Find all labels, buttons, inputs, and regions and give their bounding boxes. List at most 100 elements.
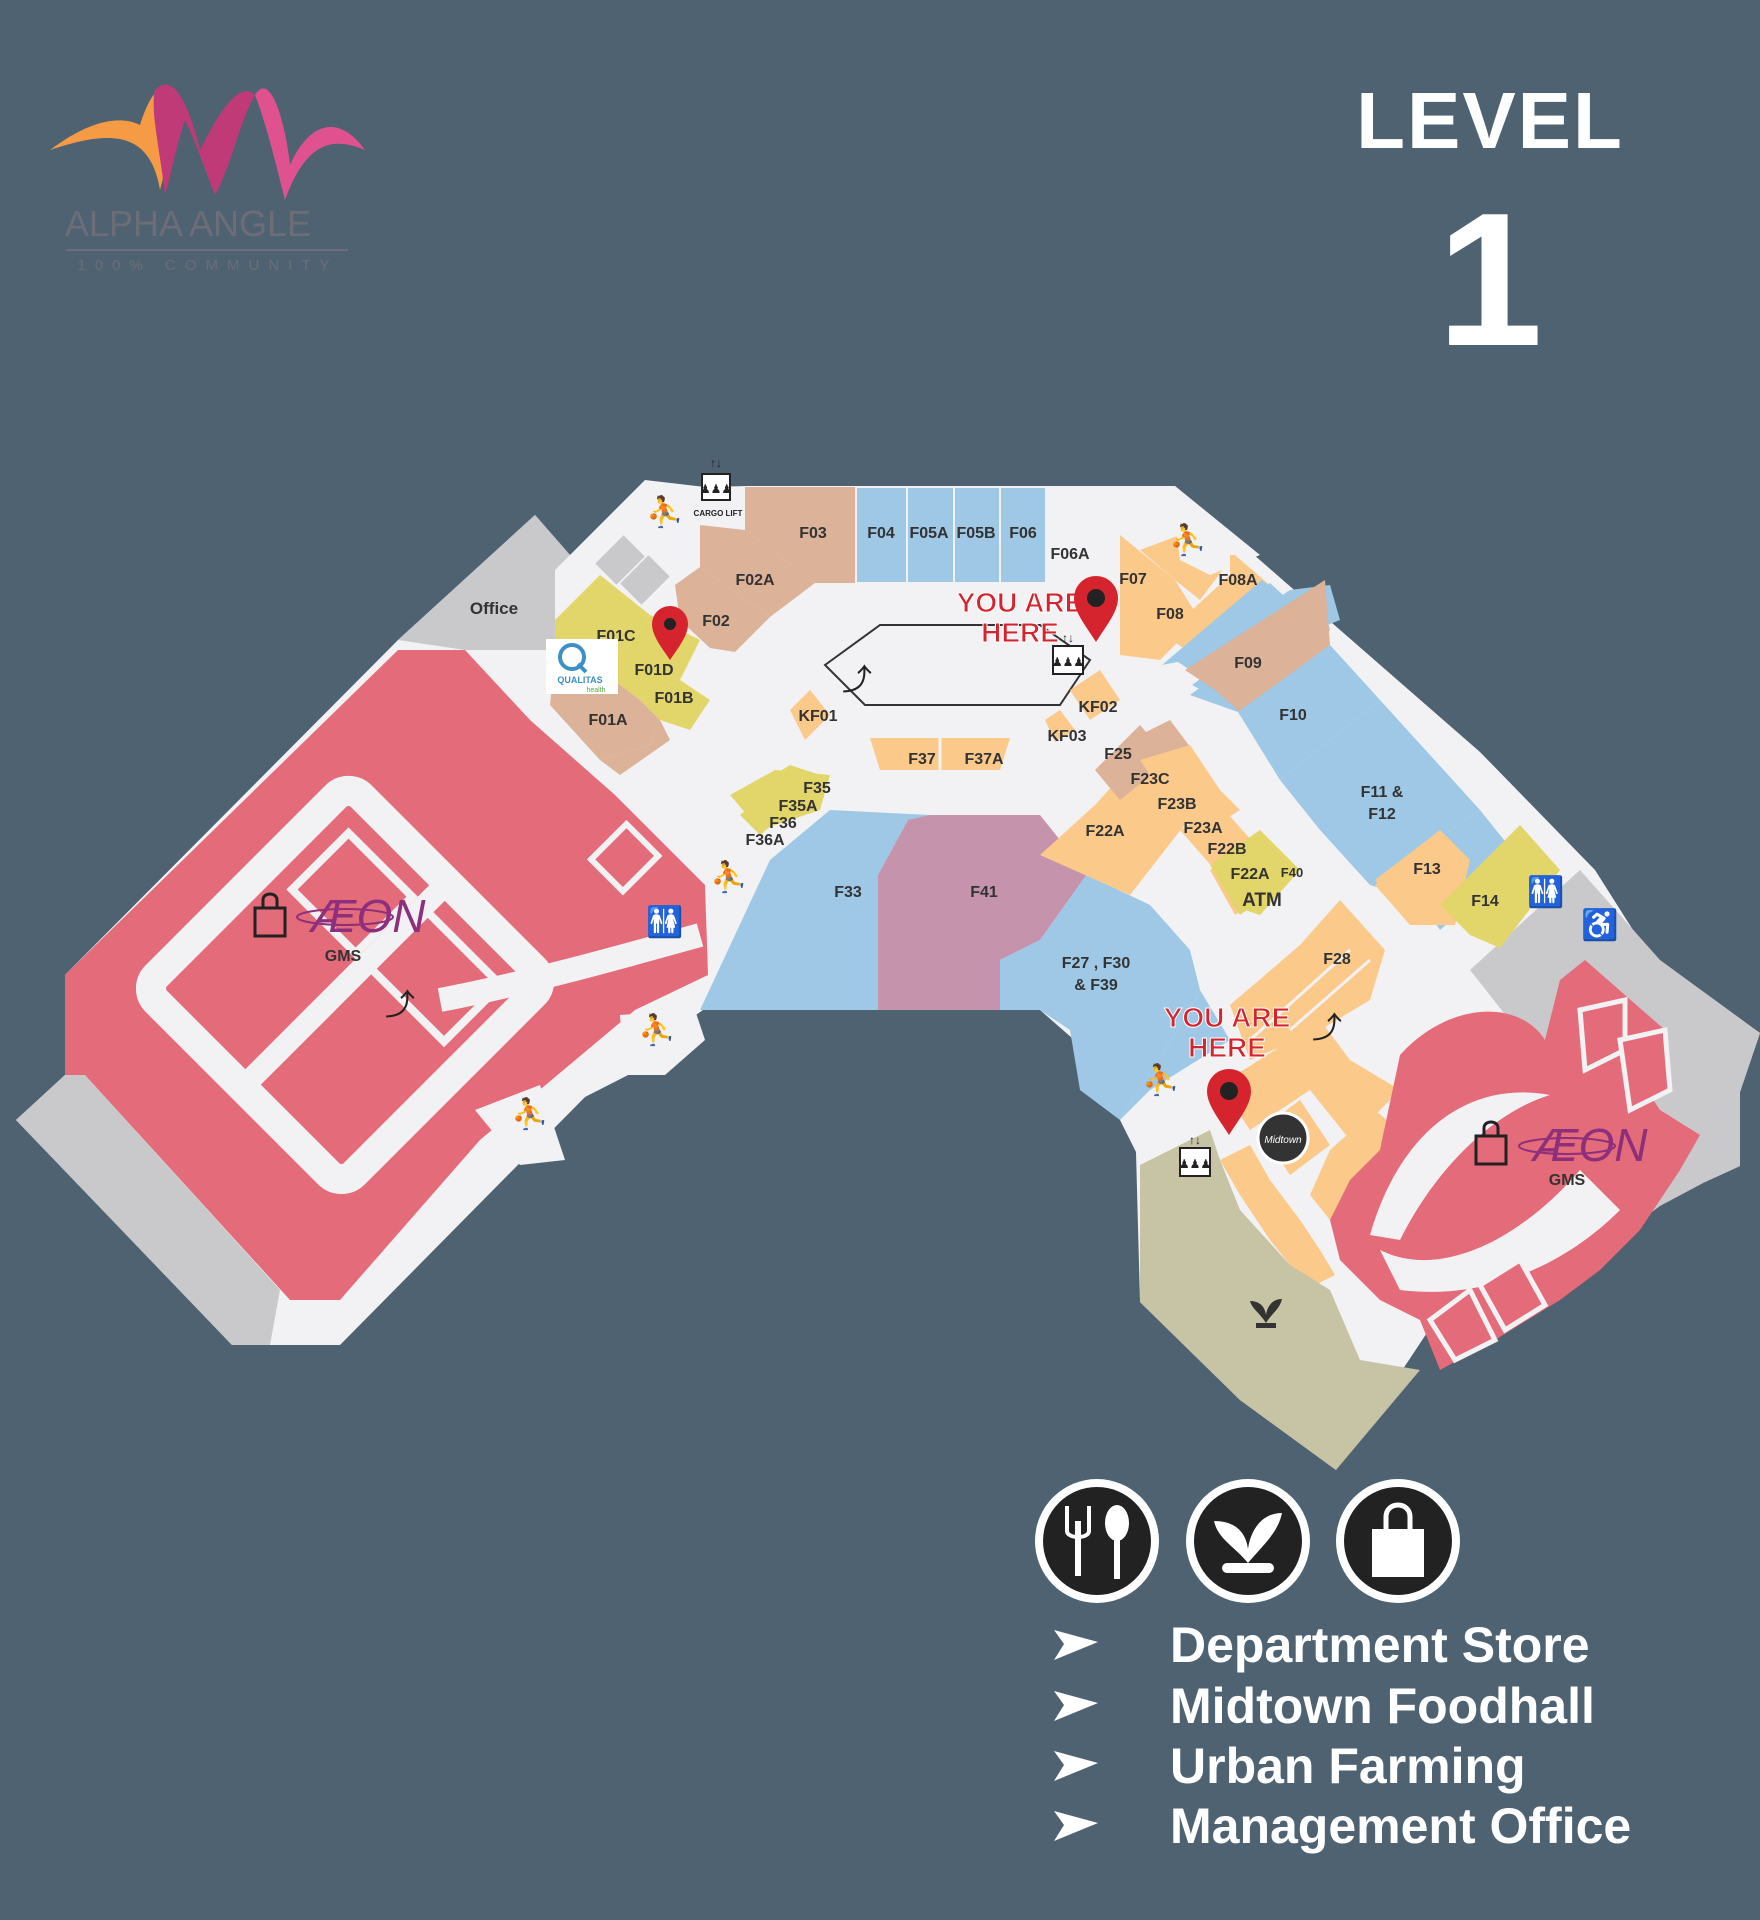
svg-text:↑↓: ↑↓ (1189, 1133, 1201, 1147)
svg-text:♟♟♟: ♟♟♟ (700, 482, 732, 496)
svg-text:↑↓: ↑↓ (1062, 631, 1074, 645)
escalator-icon: ⤴ (385, 989, 415, 1022)
lift-icon: ♟♟♟ ↑↓ (1179, 1133, 1211, 1177)
lot-f03: F03 (799, 525, 827, 542)
arrow-icon (1054, 1691, 1098, 1721)
lot-f33: F33 (834, 884, 862, 901)
lot-kf03: KF03 (1047, 728, 1086, 745)
aeon-brand-right: ÆON GMS (1474, 1119, 1649, 1189)
qualitas-sub: health (586, 687, 605, 694)
lot-f25: F25 (1104, 746, 1132, 763)
sprout-icon (1250, 1299, 1282, 1328)
lot-f22a-small: F22A (1230, 866, 1270, 883)
stairs-icon: ⛹ (710, 858, 747, 894)
logo-tagline: 100% COMMUNITY (77, 257, 338, 274)
lot-f06a: F06A (1050, 546, 1090, 563)
aeon-gms-right: GMS (1549, 1172, 1586, 1189)
location-pin-icon (1207, 1069, 1251, 1135)
lot-kf01: KF01 (798, 708, 837, 725)
you-are-here-line1: YOU ARE (1164, 1002, 1291, 1033)
lot-f36: F36 (769, 815, 797, 832)
you-are-here-line2: HERE (981, 617, 1059, 648)
aeon-logo-left: ÆON (309, 890, 427, 942)
lot-f23a: F23A (1183, 820, 1223, 837)
legend-label: Management Office (1170, 1798, 1632, 1854)
lot-f35: F35 (803, 780, 831, 797)
lot-f01d: F01D (634, 662, 673, 679)
sprout-icon (1186, 1479, 1310, 1603)
lot-f22b: F22B (1207, 841, 1246, 858)
arrow-icon (1054, 1751, 1098, 1781)
lift-icon: ♟♟♟ ↑↓ (1052, 631, 1084, 675)
aeon-right-area (1330, 960, 1700, 1370)
svg-text:♟♟♟: ♟♟♟ (1052, 655, 1084, 669)
location-pin-icon (652, 606, 688, 660)
you-are-here-line1: YOU ARE (957, 587, 1084, 618)
aeon-brand-left: ÆON GMS (253, 890, 427, 965)
alpha-angle-logo: ALPHA ANGLE 100% COMMUNITY (50, 84, 365, 274)
qualitas-name: QUALITAS (557, 675, 602, 685)
level-title: LEVEL (1356, 76, 1624, 165)
lot-f41: F41 (970, 884, 998, 901)
you-are-here-line2: HERE (1188, 1032, 1266, 1063)
lot-f05b: F05B (956, 525, 995, 542)
cargo-lift: ♟♟♟ ↑↓ CARGO LIFT (694, 456, 743, 518)
restroom-icon: 🚻 (646, 904, 683, 939)
lot-f05a: F05A (909, 525, 949, 542)
urban-farming-area (1140, 1130, 1420, 1470)
cargo-lift-label: CARGO LIFT (694, 509, 743, 518)
svg-text:↑↓: ↑↓ (710, 456, 722, 470)
restroom-icon: 🚻 (1527, 874, 1564, 909)
you-are-here-top: YOU ARE HERE (956, 576, 1118, 649)
lot-f37: F37 (908, 751, 936, 768)
shopping-bag-icon (1336, 1479, 1460, 1603)
lot-f01a: F01A (588, 712, 628, 729)
legend-icons (1035, 1479, 1460, 1603)
legend-label: Department Store (1170, 1617, 1590, 1673)
lot-f08a: F08A (1218, 572, 1258, 589)
aeon-gms-left: GMS (325, 948, 362, 965)
midtown-foodhall-badge: Midtown (1256, 1111, 1310, 1165)
lot-f23c: F23C (1130, 771, 1170, 788)
escalator-icon: ⤴ (842, 664, 872, 697)
service-area-topleft: Office (398, 515, 670, 650)
lot-f01b: F01B (654, 690, 693, 707)
lot-f02: F02 (702, 613, 730, 630)
lot-f23b: F23B (1157, 796, 1196, 813)
office-label: Office (470, 599, 518, 618)
wheelchair-icon: ♿ (1581, 907, 1618, 942)
arrow-icon (1054, 1811, 1098, 1841)
you-are-here-bottom: YOU ARE HERE (1163, 1002, 1291, 1135)
lot-f10: F10 (1279, 707, 1307, 724)
facility-icons: ⛹ ⛹ ⛹ ⛹ ⛹ ⛹ ⤴ ⤴ ⤴ 🚻 🚻 ♿ (385, 493, 1619, 1131)
lot-f28: F28 (1323, 951, 1351, 968)
lot-f22a-big: F22A (1085, 823, 1125, 840)
lot-f27-line1: F27 , F30 (1062, 955, 1131, 972)
aeon-left-area (16, 650, 708, 1345)
escalator-icon: ⤴ (1312, 1012, 1342, 1045)
lot-f02a: F02A (735, 572, 775, 589)
midtown-badge-text: Midtown (1264, 1135, 1302, 1146)
stairs-icon: ⛹ (638, 1011, 675, 1047)
lot-f36a: F36A (745, 832, 785, 849)
aeon-logo-right: ÆON (1531, 1119, 1649, 1171)
stairs-icon: ⛹ (1169, 521, 1206, 557)
lot-f35a: F35A (778, 798, 818, 815)
stairs-icon: ⛹ (511, 1095, 548, 1131)
lot-f40: F40 (1281, 865, 1303, 880)
shopping-bag-icon (253, 892, 287, 938)
qualitas-health-logo: QUALITAS health (546, 639, 618, 694)
shop-labels: F01C F01D F01B F01A F02 F02A F03 F04 F05… (588, 525, 1498, 994)
lot-f04: F04 (867, 525, 895, 542)
lot-f06: F06 (1009, 525, 1037, 542)
logo-name: ALPHA ANGLE (65, 203, 311, 244)
shopping-bag-icon (1474, 1120, 1508, 1166)
arrow-icon (1054, 1630, 1098, 1660)
location-pin-icon (1074, 576, 1118, 642)
lot-f37a: F37A (964, 751, 1004, 768)
legend-label: Midtown Foodhall (1170, 1678, 1595, 1734)
lot-f07: F07 (1119, 571, 1147, 588)
fork-spoon-icon (1035, 1479, 1159, 1603)
legend-label: Urban Farming (1170, 1738, 1526, 1794)
